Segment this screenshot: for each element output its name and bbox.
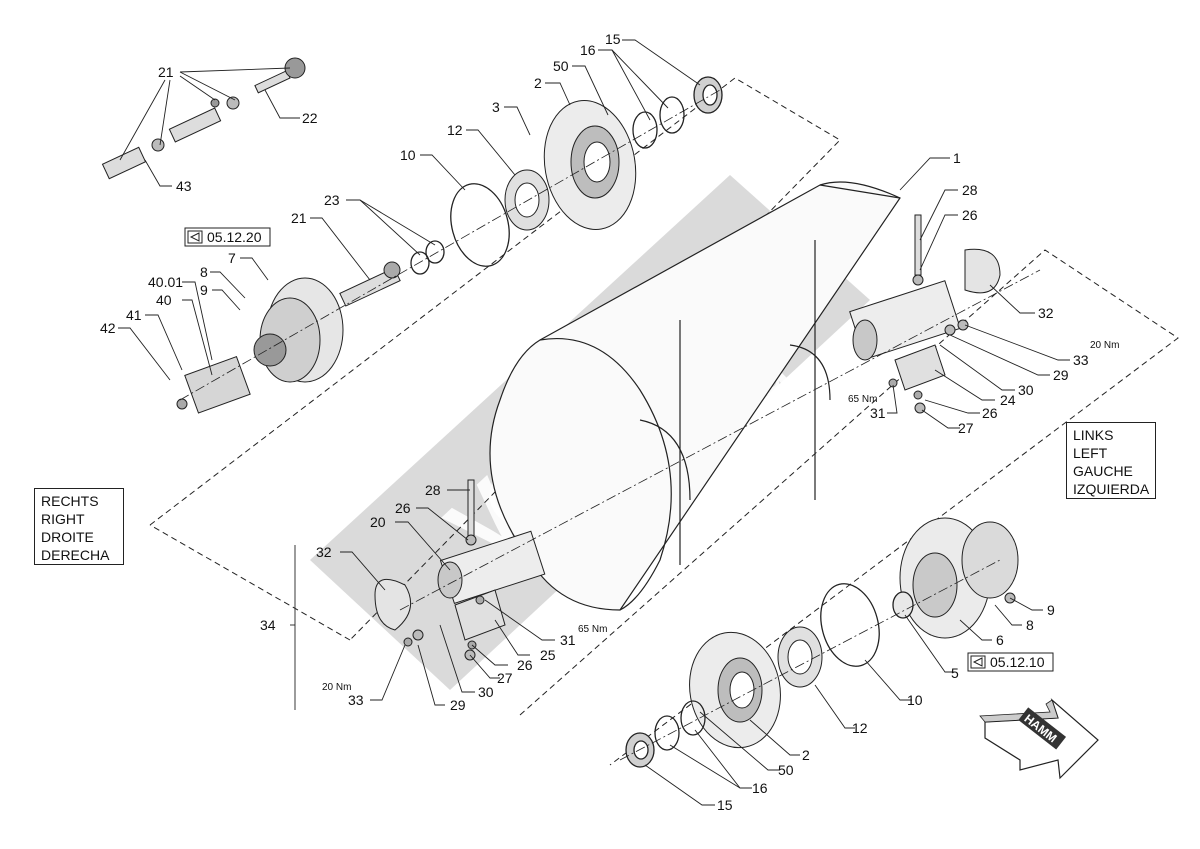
leader-lines (118, 39, 1070, 806)
center-axes (179, 89, 1041, 761)
torque-notes: 20 Nm 65 Nm 65 Nm 20 Nm (322, 340, 1119, 693)
callout-28: 28 (962, 182, 978, 198)
reference-bottom-label: 05.12.10 (990, 654, 1045, 670)
callout-29-right: 29 (450, 697, 466, 713)
callout-9-bottom: 9 (1047, 602, 1055, 618)
legend-right-side: RECHTS RIGHT DROITE DERECHA (34, 488, 124, 565)
intermediate-shaft (339, 261, 401, 307)
callout-32: 32 (1038, 305, 1054, 321)
callout-31: 31 (870, 405, 886, 421)
callout-22: 22 (302, 110, 318, 126)
callout-3: 3 (492, 99, 500, 115)
callout-25: 25 (540, 647, 556, 663)
callout-28-right: 28 (425, 482, 441, 498)
callout-33-right: 33 (348, 692, 364, 708)
callout-30-right: 30 (478, 684, 494, 700)
callout-41: 41 (126, 307, 142, 323)
drive-shaft-kit (101, 57, 306, 180)
callout-27: 27 (958, 420, 974, 436)
callout-2: 2 (534, 75, 542, 91)
legend-right-en: RIGHT (41, 511, 85, 527)
hub-flange-bottom (689, 631, 781, 749)
callout-labels: 21 22 43 15 16 50 2 3 12 10 1 23 21 7 8 … (100, 31, 1089, 813)
callout-23: 23 (324, 192, 340, 208)
legend-right-de: RECHTS (41, 493, 99, 509)
bearing-top (504, 169, 550, 231)
torque-20nm-right: 20 Nm (322, 682, 351, 693)
legend-left-es: IZQUIERDA (1073, 481, 1150, 497)
callout-24: 24 (1000, 392, 1016, 408)
legend-left-side: LINKS LEFT GAUCHE IZQUIERDA (1066, 422, 1156, 499)
callout-21-mid: 21 (291, 210, 307, 226)
reference-bottom[interactable]: 05.12.10 (967, 652, 1054, 672)
envelope-lower (519, 249, 1179, 766)
bearing-bottom (777, 626, 823, 688)
reference-top[interactable]: 05.12.20 (184, 227, 271, 247)
callout-26: 26 (962, 207, 978, 223)
torque-65nm-right: 65 Nm (578, 624, 607, 635)
callout-10-bottom: 10 (907, 692, 923, 708)
callout-6: 6 (996, 632, 1004, 648)
callout-12-bottom: 12 (852, 720, 868, 736)
callout-16-bottom: 16 (752, 780, 768, 796)
callout-43: 43 (176, 178, 192, 194)
reference-top-label: 05.12.20 (207, 229, 262, 245)
callout-40-01: 40.01 (148, 274, 183, 290)
callout-16: 16 (580, 42, 596, 58)
callout-30: 30 (1018, 382, 1034, 398)
reference-arrow-icon (189, 232, 200, 242)
callout-12: 12 (447, 122, 463, 138)
callout-42: 42 (100, 320, 116, 336)
torque-20nm-left: 20 Nm (1090, 340, 1119, 351)
seals-bottom (625, 700, 706, 768)
callout-33: 33 (1073, 352, 1089, 368)
callout-27-right: 27 (497, 670, 513, 686)
callout-32-right: 32 (316, 544, 332, 560)
right-mount-assembly (374, 479, 546, 661)
callout-29: 29 (1053, 367, 1069, 383)
legend-left-de: LINKS (1073, 427, 1114, 443)
callout-8: 8 (200, 264, 208, 280)
hub-flange-top (543, 100, 637, 230)
callout-26-lower: 26 (982, 405, 998, 421)
legend-left-en: LEFT (1073, 445, 1108, 461)
callout-34: 34 (260, 617, 276, 633)
hamm-direction-arrow: HAMM (979, 698, 1099, 780)
drive-motor (176, 277, 344, 414)
callout-20: 20 (370, 514, 386, 530)
left-mount-assembly (849, 214, 1001, 414)
assembly-envelopes (149, 77, 1179, 766)
callout-26-right-lower: 26 (517, 657, 533, 673)
callout-21: 21 (158, 64, 174, 80)
legend-left-fr: GAUCHE (1073, 463, 1133, 479)
callout-9: 9 (200, 282, 208, 298)
callout-50-bottom: 50 (778, 762, 794, 778)
callout-2-bottom: 2 (802, 747, 810, 763)
drive-motor-lower (899, 517, 1019, 639)
callout-5: 5 (951, 665, 959, 681)
legend-right-es: DERECHA (41, 547, 110, 563)
callout-31-right: 31 (560, 632, 576, 648)
callout-8-bottom: 8 (1026, 617, 1034, 633)
callout-15-bottom: 15 (717, 797, 733, 813)
callout-26-right: 26 (395, 500, 411, 516)
callout-40: 40 (156, 292, 172, 308)
seals-top (632, 76, 723, 149)
o-rings-bottom (820, 583, 914, 667)
callout-7: 7 (228, 250, 236, 266)
o-rings-top (410, 183, 510, 275)
callout-50: 50 (553, 58, 569, 74)
reference-arrow-icon (972, 657, 983, 667)
callout-1: 1 (953, 150, 961, 166)
torque-65nm-left: 65 Nm (848, 394, 877, 405)
callout-10: 10 (400, 147, 416, 163)
legend-right-fr: DROITE (41, 529, 94, 545)
callout-15: 15 (605, 31, 621, 47)
